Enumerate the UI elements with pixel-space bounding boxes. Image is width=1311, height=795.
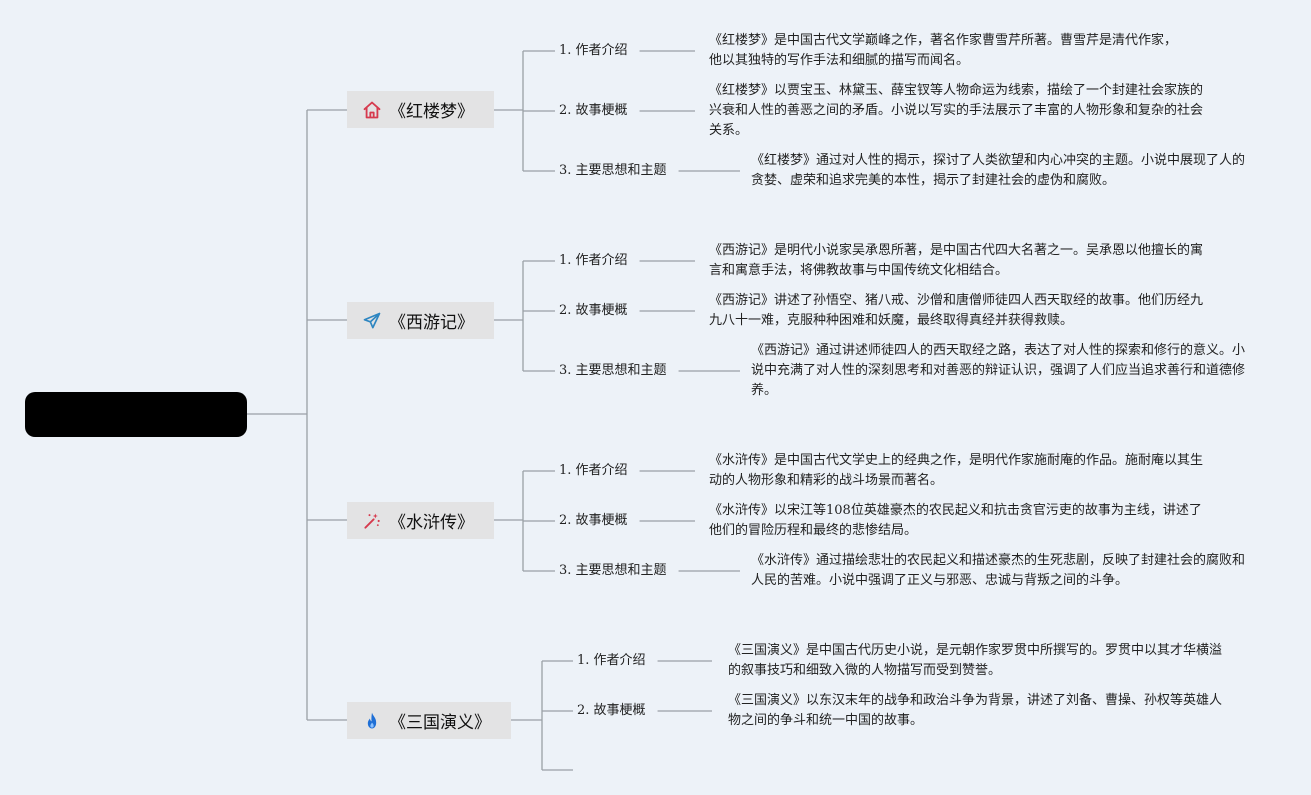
book-title: 《红楼梦》	[389, 102, 474, 122]
topic-description[interactable]: 《红楼梦》是中国古代文学巅峰之作，著名作家曹雪芹所著。曹雪芹是清代作家，他以其独…	[709, 33, 1178, 68]
topic-description[interactable]: 《红楼梦》以贾宝玉、林黛玉、薛宝钗等人物命运为线索，描绘了一个封建社会家族的兴衰…	[709, 83, 1204, 138]
topic-description[interactable]: 《三国演义》是中国古代历史小说，是元朝作家罗贯中所撰写的。罗贯中以其才华横溢的叙…	[728, 643, 1223, 678]
topic-author[interactable]: 1. 作者介绍	[559, 463, 628, 478]
book-title: 《西游记》	[389, 313, 474, 333]
topic-author[interactable]: 1. 作者介绍	[559, 43, 628, 58]
topic-description[interactable]: 《西游记》讲述了孙悟空、猪八戒、沙僧和唐僧师徒四人西天取经的故事。他们历经九九八…	[709, 293, 1204, 328]
flame-icon	[361, 710, 383, 732]
topic-description[interactable]: 《水浒传》通过描绘悲壮的农民起义和描述豪杰的生死悲剧，反映了封建社会的腐败和人民…	[751, 553, 1246, 588]
book-node-xiyouji[interactable]: 《西游记》	[347, 302, 494, 339]
paper-plane-icon	[361, 310, 383, 332]
topic-theme[interactable]: 3. 主要思想和主题	[559, 163, 667, 178]
topic-description[interactable]: 《西游记》是明代小说家吴承恩所著，是中国古代四大名著之一。吴承恩以他擅长的寓言和…	[709, 243, 1204, 278]
topic-author[interactable]: 1. 作者介绍	[559, 253, 628, 268]
book-title: 《水浒传》	[389, 513, 474, 533]
topic-plot[interactable]: 2. 故事梗概	[559, 303, 628, 318]
topic-plot[interactable]: 2. 故事梗概	[559, 513, 628, 528]
topic-description[interactable]: 《红楼梦》通过对人性的揭示，探讨了人类欲望和内心冲突的主题。小说中展现了人的贪婪…	[751, 153, 1246, 188]
topic-plot[interactable]: 2. 故事梗概	[559, 103, 628, 118]
topic-theme[interactable]: 3. 主要思想和主题	[559, 363, 667, 378]
book-node-hongloumeng[interactable]: 《红楼梦》	[347, 91, 494, 128]
topic-description[interactable]: 《水浒传》是中国古代文学史上的经典之作，是明代作家施耐庵的作品。施耐庵以其生动的…	[709, 453, 1204, 488]
house-icon	[361, 99, 383, 121]
book-node-sanguoyanyi[interactable]: 《三国演义》	[347, 702, 511, 739]
root-node[interactable]	[25, 392, 247, 437]
topic-author[interactable]: 1. 作者介绍	[577, 653, 646, 668]
topic-description[interactable]: 《西游记》通过讲述师徒四人的西天取经之路，表达了对人性的探索和修行的意义。小说中…	[751, 343, 1246, 398]
topic-description[interactable]: 《三国演义》以东汉末年的战争和政治斗争为背景，讲述了刘备、曹操、孙权等英雄人物之…	[728, 693, 1223, 728]
topic-plot[interactable]: 2. 故事梗概	[577, 703, 646, 718]
book-node-shuihuzhuan[interactable]: 《水浒传》	[347, 502, 494, 539]
book-title: 《三国演义》	[389, 713, 491, 733]
topic-description[interactable]: 《水浒传》以宋江等108位英雄豪杰的农民起义和抗击贪官污吏的故事为主线，讲述了他…	[709, 503, 1202, 538]
topic-theme[interactable]: 3. 主要思想和主题	[559, 563, 667, 578]
magic-wand-icon	[361, 510, 383, 532]
